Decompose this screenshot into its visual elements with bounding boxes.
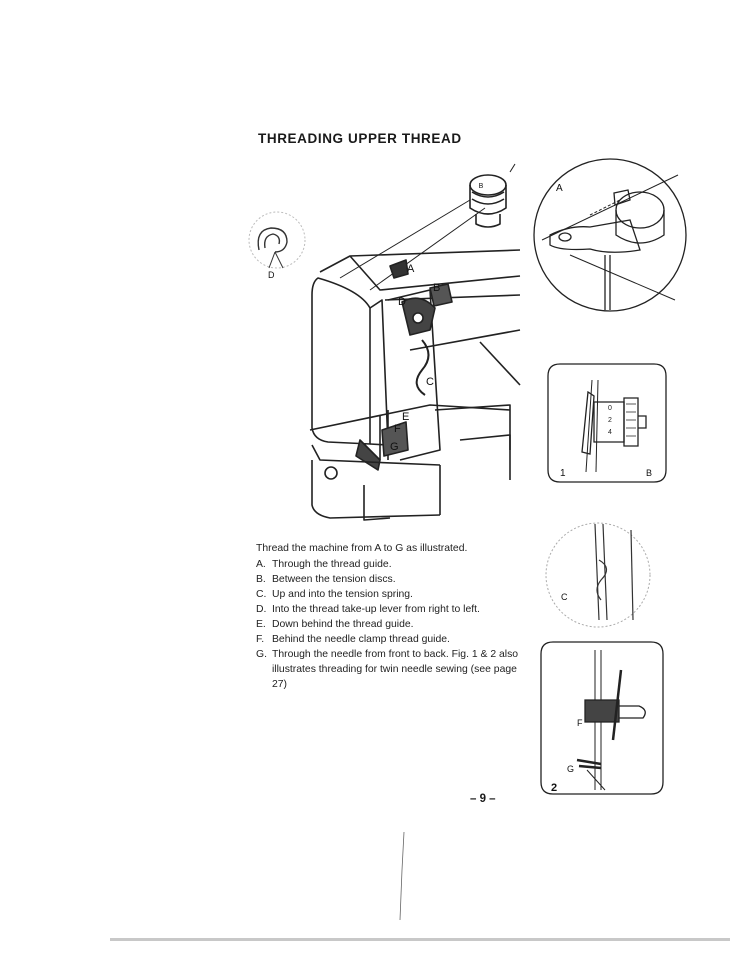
page-number: – 9 –	[470, 793, 496, 805]
step-e: E.Down behind the thread guide.	[256, 619, 414, 630]
step-f: F.Behind the needle clamp thread guide.	[256, 634, 450, 645]
svg-text:2: 2	[608, 417, 612, 424]
label-f: F	[394, 423, 401, 435]
fig1-number: 1	[560, 468, 566, 479]
label-b: B	[433, 282, 440, 294]
figure-2-needle: F G 2	[540, 641, 664, 795]
step-g: G.Through the needle from front to back.…	[256, 649, 519, 690]
page-title: THREADING UPPER THREAD	[258, 131, 462, 146]
svg-text:4: 4	[608, 429, 612, 436]
detail-f-label: F	[577, 718, 583, 728]
scan-edge-line	[110, 938, 730, 941]
fig2-number: 2	[551, 782, 557, 794]
detail-a-figure: A	[533, 158, 687, 312]
label-a: A	[407, 263, 415, 275]
step-d: D.Into the thread take-up lever from rig…	[256, 604, 480, 615]
svg-text:0: 0	[608, 405, 612, 412]
figure-1-tension: 0 2 4 1 B	[547, 363, 667, 483]
label-g: G	[390, 441, 399, 453]
scan-marks	[399, 831, 405, 921]
detail-g-label: G	[567, 764, 574, 774]
label-d: D	[398, 296, 406, 308]
fig1-b-label: B	[646, 468, 652, 478]
label-e: E	[402, 411, 409, 423]
detail-c-figure: C	[545, 522, 651, 628]
detail-d-figure: D	[248, 211, 306, 280]
detail-c-label: C	[561, 592, 568, 602]
step-a: A.Through the thread guide.	[256, 559, 392, 570]
sewing-machine-illustration: B A B D C E F G	[309, 163, 521, 521]
detail-a-label: A	[556, 183, 563, 194]
detail-d-label: D	[268, 270, 275, 280]
instructions: Thread the machine from A to G as illust…	[256, 541, 524, 692]
intro-text: Thread the machine from A to G as illust…	[256, 543, 468, 554]
label-c: C	[426, 376, 434, 388]
step-b: B.Between the tension discs.	[256, 574, 396, 585]
step-c: C.Up and into the tension spring.	[256, 589, 413, 600]
spool-label: B	[479, 183, 484, 190]
